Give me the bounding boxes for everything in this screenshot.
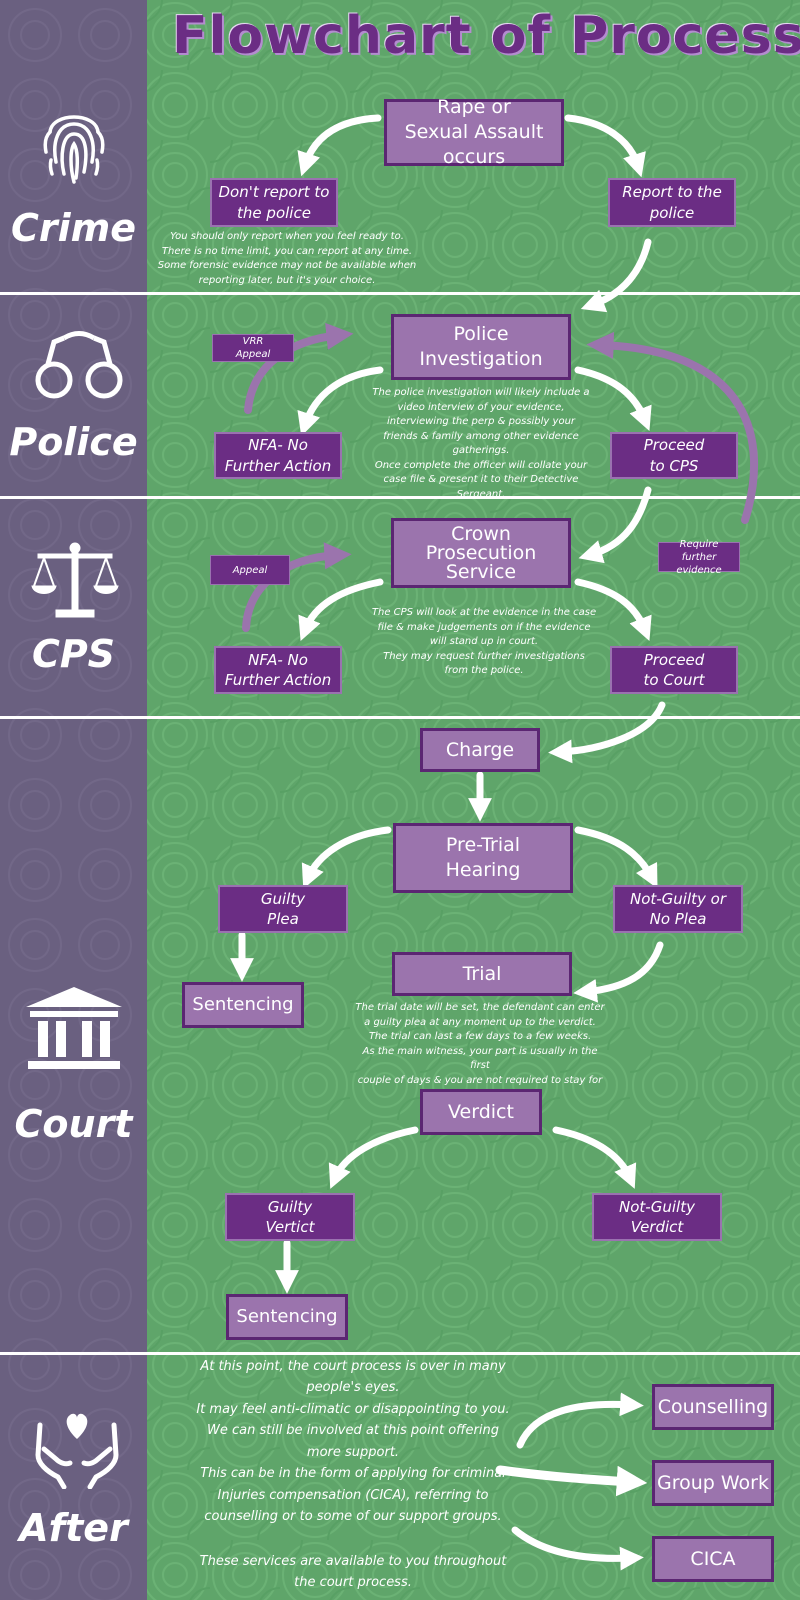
arrow-investigation-to-proceed bbox=[574, 366, 652, 432]
box-crown-prosecution-service: Crown Prosecution Service bbox=[391, 518, 571, 588]
divider-cps-court bbox=[0, 716, 800, 719]
arrow-cps-to-nfa bbox=[298, 578, 384, 642]
box-vrr-appeal: VRR Appeal bbox=[212, 334, 294, 362]
arrow-report-to-police bbox=[580, 238, 652, 313]
box-sentencing-verdict: Sentencing bbox=[226, 1294, 348, 1340]
arrow-proceed-to-cps bbox=[578, 486, 652, 564]
fingerprint-icon bbox=[43, 115, 105, 184]
box-cica: CICA bbox=[652, 1536, 774, 1582]
section-label-after: After bbox=[19, 1506, 128, 1550]
box-proceed-to-court: Proceed to Court bbox=[610, 646, 738, 694]
police-note: The police investigation will likely inc… bbox=[372, 387, 590, 500]
cps-note: The CPS will look at the evidence in the… bbox=[371, 607, 597, 676]
box-report-to-police: Report to the police bbox=[608, 178, 736, 227]
box-rape-or-sexual-assault: Rape or Sexual Assault occurs bbox=[384, 96, 564, 168]
sidebar bbox=[0, 0, 147, 1600]
box-guilty-plea: Guilty Plea bbox=[218, 885, 348, 933]
box-verdict: Verdict bbox=[420, 1089, 542, 1135]
box-police-nfa: NFA- No Further Action bbox=[214, 432, 342, 479]
arrow-proceed-to-charge bbox=[548, 701, 666, 764]
after-closing: These services are available to you thro… bbox=[199, 1554, 507, 1591]
arrow-pretrial-to-guilty-plea bbox=[301, 826, 392, 889]
box-police-investigation: Police Investigation bbox=[391, 314, 571, 380]
divider-court-after bbox=[0, 1352, 800, 1355]
arrow-verdict-to-guilty bbox=[328, 1126, 419, 1189]
box-charge: Charge bbox=[420, 728, 540, 772]
box-proceed-to-cps: Proceed to CPS bbox=[610, 432, 738, 479]
trial-note: The trial date will be set, the defendan… bbox=[355, 1002, 605, 1100]
arrow-to-group-work bbox=[495, 1465, 648, 1497]
box-cps-nfa: NFA- No Further Action bbox=[214, 646, 342, 694]
arrow-not-guilty-to-trial bbox=[573, 941, 664, 1003]
heart-hands-icon bbox=[35, 1413, 119, 1489]
box-not-guilty-verdict: Not-Guilty Verdict bbox=[592, 1193, 722, 1241]
arrow-investigation-to-nfa bbox=[297, 366, 384, 437]
arrow-to-counselling bbox=[516, 1392, 644, 1449]
arrow-start-to-report bbox=[564, 114, 646, 178]
section-label-cps: CPS bbox=[31, 632, 116, 676]
section-label-crime: Crime bbox=[10, 206, 137, 250]
page-title: Flowchart of Process bbox=[172, 6, 800, 66]
after-text: At this point, the court process is over… bbox=[196, 1359, 510, 1525]
box-trial: Trial bbox=[392, 952, 572, 996]
arrow-require-further-evidence bbox=[586, 331, 759, 524]
crime-note: You should only report when you feel rea… bbox=[157, 231, 417, 286]
box-cps-appeal: Appeal bbox=[210, 555, 290, 585]
section-label-court: Court bbox=[14, 1102, 133, 1146]
box-counselling: Counselling bbox=[652, 1384, 774, 1430]
divider-police-cps bbox=[0, 496, 800, 499]
box-dont-report: Don't report to the police bbox=[210, 178, 338, 227]
box-guilty-verdict: Guilty Vertict bbox=[225, 1193, 355, 1241]
box-sentencing-plea: Sentencing bbox=[182, 982, 304, 1028]
box-pre-trial-hearing: Pre-Trial Hearing bbox=[393, 823, 573, 893]
courthouse-icon bbox=[26, 987, 122, 1069]
scales-icon bbox=[31, 542, 119, 618]
box-group-work: Group Work bbox=[652, 1460, 774, 1506]
arrow-verdict-to-not-guilty bbox=[552, 1126, 637, 1189]
arrow-pretrial-to-not-guilty bbox=[574, 826, 658, 889]
handcuffs-icon bbox=[35, 331, 123, 399]
box-require-further-evidence: Require further evidence bbox=[658, 539, 740, 576]
arrow-to-cica bbox=[511, 1526, 644, 1571]
arrow-start-to-no-report bbox=[297, 114, 382, 177]
divider-crime-police bbox=[0, 292, 800, 295]
arrow-cps-to-proceed bbox=[574, 578, 652, 642]
section-label-police: Police bbox=[9, 420, 138, 464]
box-not-guilty-or-no-plea: Not-Guilty or No Plea bbox=[613, 885, 743, 933]
